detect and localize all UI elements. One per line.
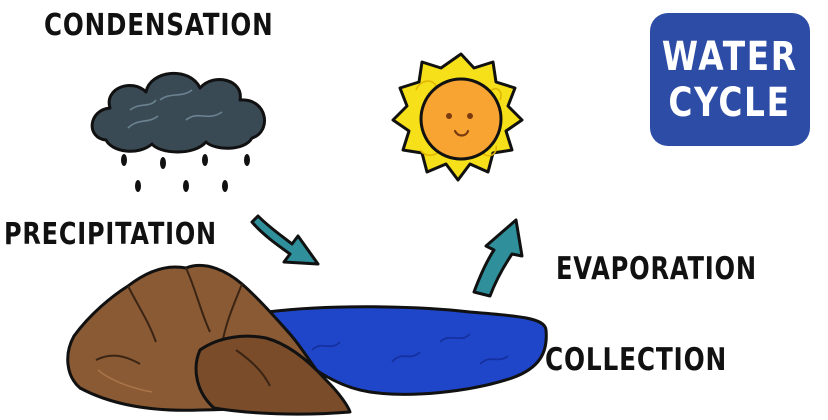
smiling-sun-icon [391, 52, 524, 182]
rain-cloud-icon [90, 72, 266, 192]
mountains-illustration [66, 263, 352, 416]
down-arrow-icon [250, 214, 320, 266]
collection-label: COLLECTION [545, 342, 728, 378]
up-arrow-icon [472, 218, 524, 298]
title-line-2: CYCLE [668, 79, 792, 126]
precipitation-label: PRECIPITATION [4, 217, 217, 252]
lake-illustration [266, 305, 548, 396]
title-line-1: WATER [662, 33, 798, 80]
condensation-label: CONDENSATION [44, 8, 274, 43]
title-badge: WATER CYCLE [650, 13, 810, 146]
evaporation-label: EVAPORATION [556, 251, 757, 287]
